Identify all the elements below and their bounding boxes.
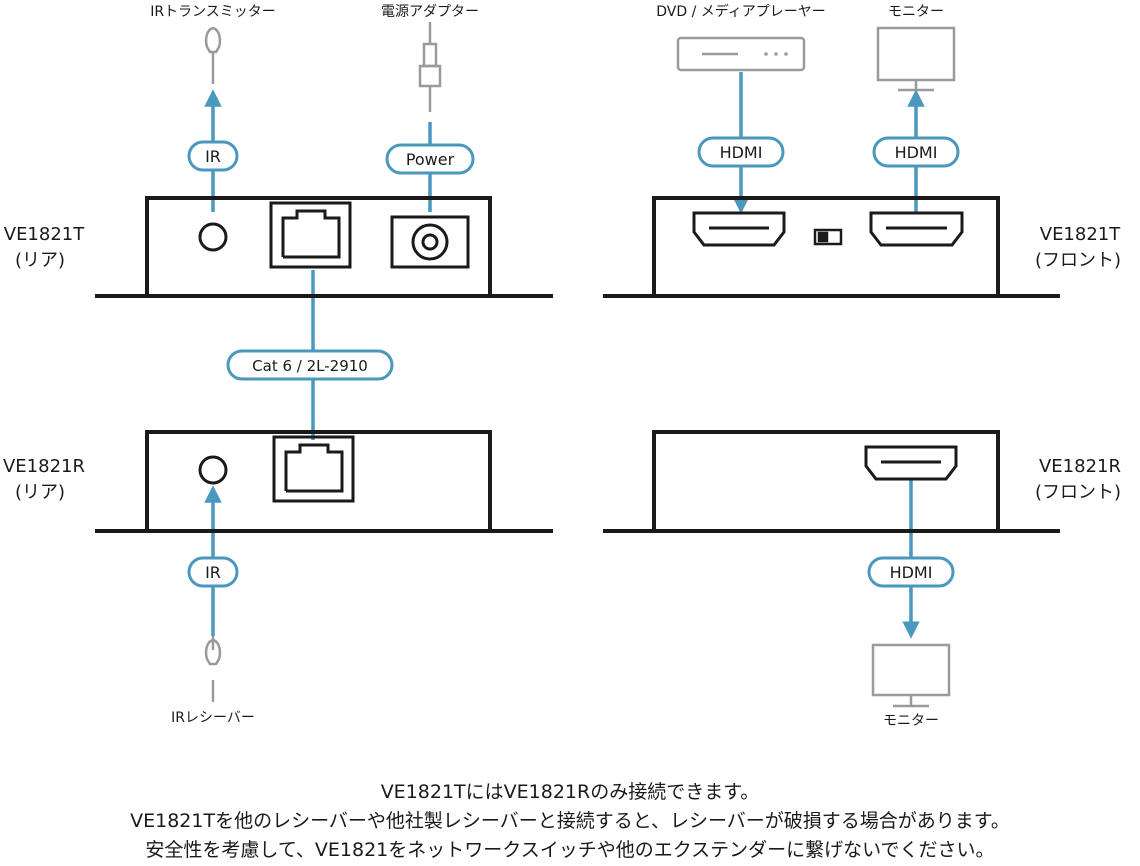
ir-transmitter-label: IRトランスミッター bbox=[150, 4, 276, 20]
cable-label-hdmi-out-tx: HDMI bbox=[872, 136, 960, 168]
tx-rear-side: (リア) bbox=[15, 250, 65, 271]
svg-text:HDMI: HDMI bbox=[895, 143, 938, 162]
dvd-player-icon bbox=[676, 36, 806, 72]
cable-label-hdmi-in: HDMI bbox=[697, 136, 785, 168]
power-plug-icon bbox=[418, 22, 442, 112]
monitor-bottom-icon bbox=[871, 643, 951, 708]
tx-ir-port-icon bbox=[198, 222, 228, 252]
dvd-player-label: DVD / メディアプレーヤー bbox=[656, 3, 826, 20]
tx-rear-model: VE1821T bbox=[4, 224, 85, 245]
tx-front-panel bbox=[603, 196, 1060, 298]
svg-text:IR: IR bbox=[205, 147, 221, 166]
cable-label-ir-tx: IR bbox=[187, 140, 239, 172]
tx-front-model: VE1821T bbox=[1040, 224, 1121, 245]
monitor-top-label: モニター bbox=[888, 4, 944, 20]
rx-ir-port-icon bbox=[198, 455, 228, 485]
monitor-top-icon bbox=[876, 26, 956, 92]
rx-rear-panel bbox=[95, 430, 553, 533]
svg-text:IR: IR bbox=[205, 563, 221, 582]
ir-receiver-icon bbox=[204, 636, 222, 702]
note-line: VE1821Tを他のレシーバーや他社製レシーバーと接続すると、レシーバーが破損す… bbox=[130, 810, 1010, 832]
tx-front-side: (フロント) bbox=[1035, 250, 1121, 271]
note-line: VE1821TにはVE1821Rのみ接続できます。 bbox=[380, 781, 760, 803]
tx-rear-panel bbox=[95, 196, 553, 298]
rx-front-model: VE1821R bbox=[1039, 456, 1121, 477]
tx-rj45-port-icon bbox=[269, 201, 352, 269]
ir-receiver-label: IRレシーバー bbox=[171, 710, 255, 726]
cable-label-ir-rx: IR bbox=[187, 556, 239, 588]
cable-label-hdmi-out-rx: HDMI bbox=[867, 556, 955, 588]
svg-text:HDMI: HDMI bbox=[890, 563, 933, 582]
tx-dip-switch-icon bbox=[813, 228, 843, 246]
notes: VE1821TにはVE1821Rのみ接続できます。 VE1821Tを他のレシーバ… bbox=[0, 778, 1140, 865]
rx-rear-model: VE1821R bbox=[3, 456, 85, 477]
tx-power-jack-icon bbox=[390, 215, 470, 269]
rx-rear-side: (リア) bbox=[15, 482, 65, 503]
note-line: 安全性を考慮して、VE1821をネットワークスイッチや他のエクステンダーに繋げな… bbox=[145, 839, 995, 861]
power-adapter-label: 電源アダプター bbox=[381, 4, 479, 20]
rx-front-side: (フロント) bbox=[1035, 482, 1121, 503]
svg-text:Cat 6 / 2L-2910: Cat 6 / 2L-2910 bbox=[252, 357, 368, 375]
monitor-bottom-label: モニター bbox=[883, 713, 939, 729]
cable-label-cat6: Cat 6 / 2L-2910 bbox=[226, 349, 394, 381]
svg-text:HDMI: HDMI bbox=[720, 143, 763, 162]
tx-hdmi-out-port-icon bbox=[869, 211, 964, 247]
rx-hdmi-out-port-icon bbox=[864, 445, 958, 481]
ir-transmitter-icon bbox=[204, 26, 222, 84]
svg-text:Power: Power bbox=[406, 150, 455, 169]
cable-label-power: Power bbox=[385, 143, 475, 175]
tx-hdmi-in-port-icon bbox=[692, 211, 786, 247]
rx-front-panel bbox=[603, 430, 1060, 533]
rx-rj45-port-icon bbox=[272, 435, 355, 503]
